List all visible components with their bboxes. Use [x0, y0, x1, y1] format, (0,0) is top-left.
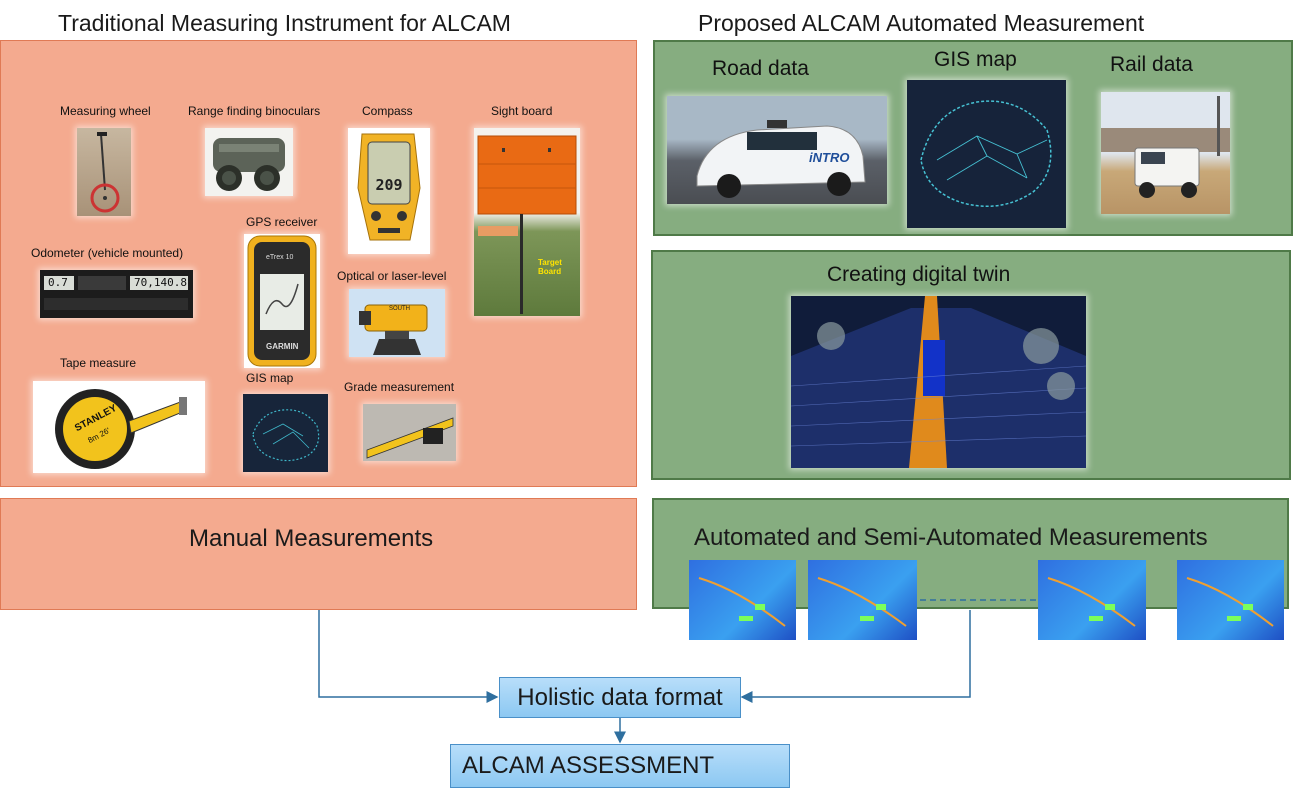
automated-measurements-label: Automated and Semi-Automated Measurement… — [694, 524, 1208, 551]
gps-receiver-image: eTrex 10 GARMIN — [244, 234, 320, 368]
manual-measurements-panel — [0, 498, 637, 610]
grade-measurement-image — [363, 404, 456, 461]
laser-level-image: SOUTH — [349, 289, 445, 357]
odometer-label: Odometer (vehicle mounted) — [31, 246, 184, 260]
holistic-data-format-label: Holistic data format — [517, 683, 723, 711]
tape-measure-label: Tape measure — [60, 356, 137, 370]
manual-measurements-label: Manual Measurements — [189, 525, 434, 552]
road-data-image: iNTRO — [667, 96, 887, 204]
odometer-image: 0.7 70,140.8 — [40, 270, 193, 318]
alcam-assessment-label: ALCAM ASSESSMENT — [462, 752, 715, 779]
laser-level-label: Optical or laser-level — [337, 269, 447, 283]
gis-map-large-label: GIS map — [934, 48, 1017, 71]
measuring-wheel-image — [77, 128, 131, 216]
automated-thumbnail — [808, 560, 917, 640]
alcam-assessment-box: ALCAM ASSESSMENT — [450, 744, 790, 788]
laser-brand-text: SOUTH — [389, 306, 410, 312]
sight-board-image: Target Board — [474, 128, 580, 316]
holistic-data-format-box: Holistic data format — [499, 677, 741, 718]
digital-twin-image — [791, 296, 1086, 468]
binoculars-label: Range finding binoculars — [188, 104, 321, 118]
gps-model-text: eTrex 10 — [266, 254, 294, 261]
binoculars-image — [205, 128, 293, 196]
gis-map-large-image — [907, 80, 1066, 228]
road-data-label: Road data — [712, 57, 809, 80]
traditional-title: Traditional Measuring Instrument for ALC… — [58, 10, 511, 36]
tape-measure-image: STANLEY 8m 26' — [33, 381, 205, 473]
compass-reading: 209 — [375, 176, 403, 194]
rail-data-label: Rail data — [1110, 53, 1193, 76]
rail-data-image — [1101, 92, 1230, 214]
gps-receiver-label: GPS receiver — [246, 215, 318, 229]
proposed-title: Proposed ALCAM Automated Measurement — [698, 10, 1145, 36]
automated-thumbnail — [689, 560, 796, 640]
digital-twin-label: Creating digital twin — [827, 263, 1011, 286]
gps-brand-text: GARMIN — [266, 342, 299, 351]
target-board-text: Target Board — [538, 258, 562, 276]
measuring-wheel-label: Measuring wheel — [60, 104, 151, 118]
odometer-trip: 0.7 — [48, 276, 68, 289]
grade-measurement-label: Grade measurement — [344, 380, 455, 394]
gis-map-small-image — [243, 394, 328, 472]
automated-thumbnail — [1038, 560, 1146, 640]
compass-image: 209 — [348, 128, 430, 254]
automated-thumbnail — [1177, 560, 1284, 640]
compass-label: Compass — [362, 104, 413, 118]
sight-board-label: Sight board — [491, 104, 553, 118]
odometer-total: 70,140.8 — [134, 276, 187, 289]
car-logo-text: iNTRO — [809, 150, 850, 165]
gis-map-label: GIS map — [246, 371, 294, 385]
